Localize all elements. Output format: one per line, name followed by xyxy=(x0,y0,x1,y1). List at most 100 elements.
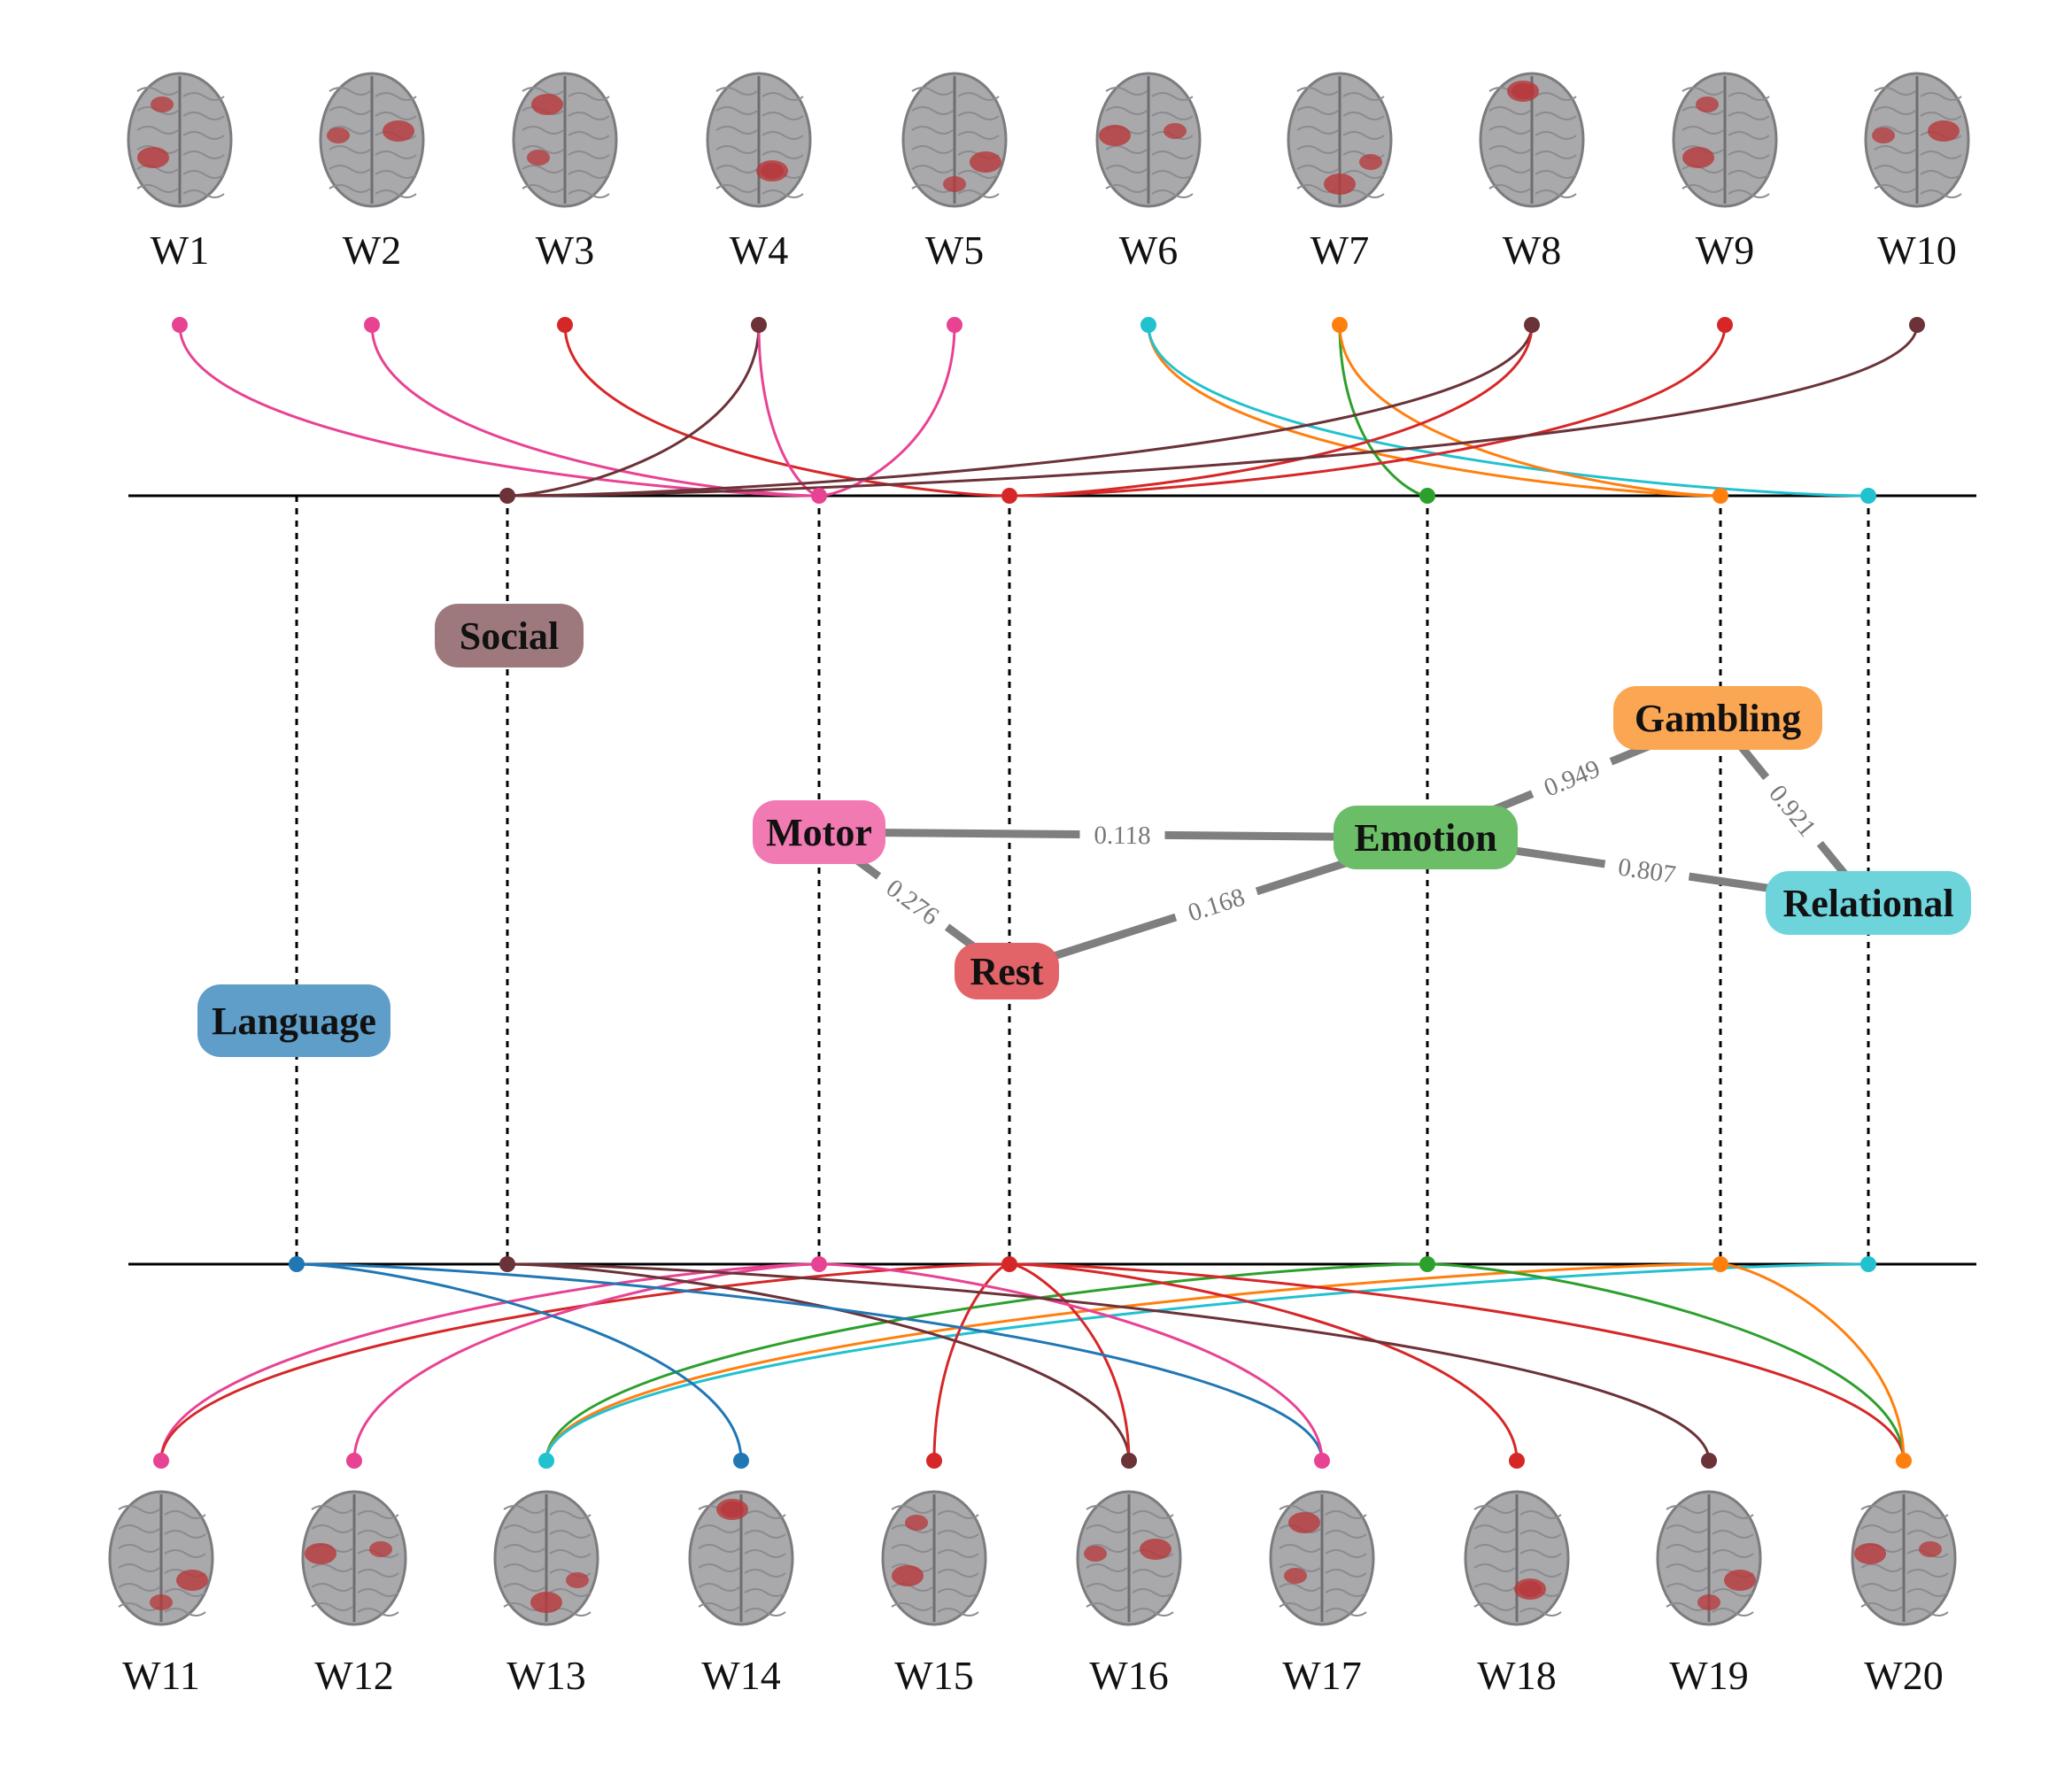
link-W3-rest xyxy=(563,324,1010,498)
brain-activation xyxy=(305,1543,336,1564)
brain-gyrus xyxy=(1279,1602,1321,1611)
window-label-W4: W4 xyxy=(730,228,788,273)
brain-gyrus xyxy=(375,170,417,179)
brain-gyrus xyxy=(957,189,1000,198)
brain-gyrus xyxy=(568,92,610,101)
brain-W14 xyxy=(688,1490,794,1626)
brain-gyrus xyxy=(1535,189,1577,198)
brain-gyrus xyxy=(1296,165,1339,174)
window-dot-W13 xyxy=(538,1453,554,1469)
brain-W3 xyxy=(512,72,618,208)
brain-gyrus xyxy=(375,92,417,101)
brain-activation xyxy=(1928,120,1960,142)
brain-gyrus xyxy=(522,165,564,174)
brain-gyrus xyxy=(311,1524,353,1533)
brain-gyrus xyxy=(1682,126,1724,135)
brain-gyrus xyxy=(1874,145,1916,154)
window-dot-W15 xyxy=(926,1453,942,1469)
brain-gyrus xyxy=(1296,126,1339,135)
brain-gyrus xyxy=(1086,1544,1128,1553)
window-dot-W4 xyxy=(751,317,767,333)
window-dot-W1 xyxy=(172,317,188,333)
brain-gyrus xyxy=(182,170,225,179)
brain-gyrus xyxy=(375,150,417,159)
brain-gyrus xyxy=(762,150,804,159)
window-dot-W10 xyxy=(1909,317,1925,333)
brain-gyrus xyxy=(937,1588,979,1597)
window-label-W10: W10 xyxy=(1877,228,1956,273)
link-W4-social xyxy=(506,324,761,498)
brain-gyrus xyxy=(715,106,758,115)
brain-gyrus xyxy=(1325,1530,1367,1539)
window-dot-W19 xyxy=(1701,1453,1717,1469)
brain-gyrus xyxy=(744,1510,786,1519)
link-W18-rest xyxy=(1009,1262,1519,1462)
brain-gyrus xyxy=(118,1602,160,1611)
brain-gyrus xyxy=(1325,1549,1367,1558)
brain-gyrus xyxy=(503,1505,545,1514)
brain-gyrus xyxy=(329,126,371,135)
brain-gyrus xyxy=(1666,1602,1708,1611)
brain-gyrus xyxy=(329,184,371,193)
brain-gyrus xyxy=(1132,1510,1174,1519)
window-dot-W6 xyxy=(1140,317,1156,333)
window-dot-W18 xyxy=(1509,1453,1525,1469)
brain-W9 xyxy=(1672,72,1778,208)
brain-activation xyxy=(1288,1512,1320,1533)
window-label-W14: W14 xyxy=(701,1653,780,1698)
brain-W19 xyxy=(1656,1490,1762,1626)
brain-gyrus xyxy=(1132,1569,1174,1578)
brain-gyrus xyxy=(1666,1563,1708,1572)
brain-gyrus xyxy=(1342,131,1385,140)
link-W16-rest xyxy=(1009,1262,1131,1462)
brain-gyrus xyxy=(1712,1549,1754,1558)
brain-activation xyxy=(1359,154,1382,170)
brain-gyrus xyxy=(1132,1530,1174,1539)
link-W17-motor xyxy=(818,1262,1324,1462)
edge-weight-motor-emotion: 0.118 xyxy=(1094,822,1150,851)
brain-gyrus xyxy=(1279,1544,1321,1553)
brain-gyrus xyxy=(762,92,804,101)
brain-gyrus xyxy=(1519,1549,1562,1558)
brain-gyrus xyxy=(698,1602,740,1611)
brain-activation xyxy=(383,120,414,142)
brain-gyrus xyxy=(1666,1524,1708,1533)
brain-activation xyxy=(905,1515,928,1531)
brain-gyrus xyxy=(182,189,225,198)
brain-gyrus xyxy=(1105,106,1148,115)
brain-activation xyxy=(1164,123,1187,139)
brain-gyrus xyxy=(1535,112,1577,120)
window-dot-W11 xyxy=(153,1453,169,1469)
window-dot-W17 xyxy=(1314,1453,1330,1469)
brain-gyrus xyxy=(891,1583,933,1592)
brain-gyrus xyxy=(311,1563,353,1572)
brain-gyrus xyxy=(698,1524,740,1533)
brain-gyrus xyxy=(1151,189,1194,198)
brain-gyrus xyxy=(957,112,1000,120)
link-W20-emotion xyxy=(1426,1262,1906,1462)
window-dot-W12 xyxy=(346,1453,362,1469)
window-dot-W3 xyxy=(557,317,573,333)
brain-gyrus xyxy=(1473,1505,1516,1514)
brain-gyrus xyxy=(522,184,564,193)
brain-gyrus xyxy=(503,1524,545,1533)
brain-activation xyxy=(1284,1568,1307,1584)
window-label-W19: W19 xyxy=(1669,1653,1748,1698)
brain-gyrus xyxy=(1535,170,1577,179)
brain-gyrus xyxy=(1519,1530,1562,1539)
brain-gyrus xyxy=(1666,1583,1708,1592)
task-label-language: Language xyxy=(212,999,376,1043)
brain-gyrus xyxy=(1296,145,1339,154)
task-dot-bottom-motor xyxy=(811,1256,827,1272)
brain-gyrus xyxy=(1086,1524,1128,1533)
brain-gyrus xyxy=(1874,165,1916,174)
brain-gyrus xyxy=(1086,1505,1128,1514)
brain-activation xyxy=(1724,1570,1756,1591)
task-dot-bottom-social xyxy=(499,1256,515,1272)
task-node-social xyxy=(435,604,584,667)
brain-activation xyxy=(527,150,550,166)
link-W10-social xyxy=(506,324,1919,498)
brain-gyrus xyxy=(1132,1588,1174,1597)
task-dot-bottom-language xyxy=(289,1256,305,1272)
brain-gyrus xyxy=(136,184,179,193)
